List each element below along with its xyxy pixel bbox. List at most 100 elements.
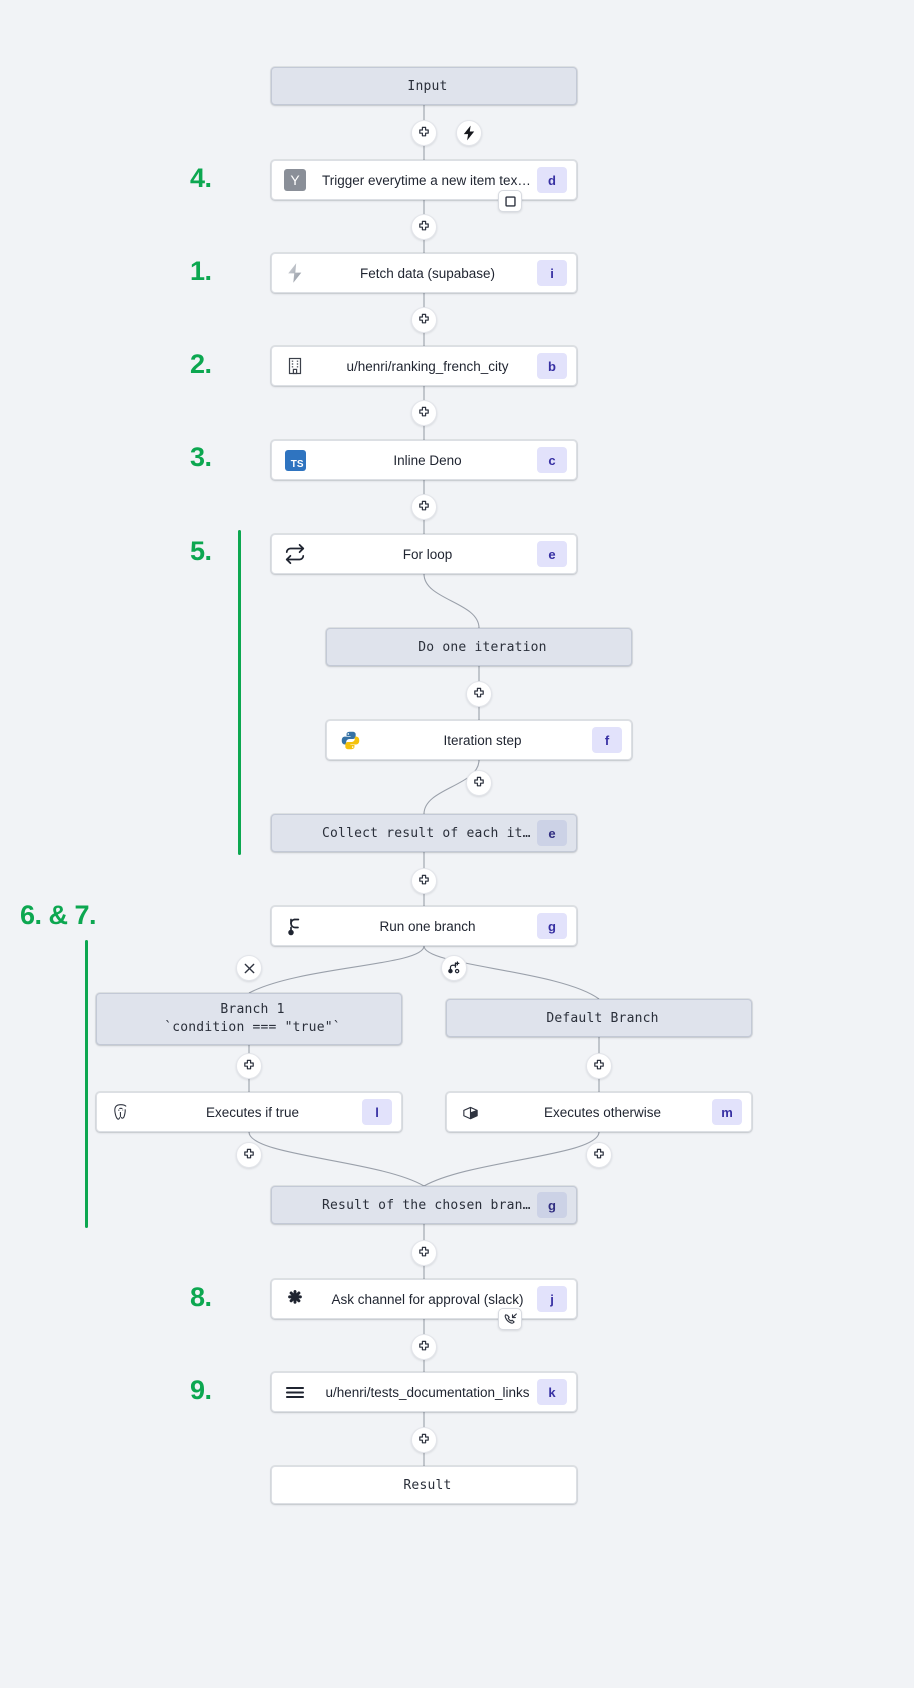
section-marker-bar xyxy=(238,530,241,855)
workflow-node-fetch-data[interactable]: Fetch data (supabase)i xyxy=(271,253,577,293)
node-icon-slot xyxy=(97,994,143,1044)
node-icon-slot xyxy=(447,1000,493,1036)
node-icon-slot xyxy=(272,1467,318,1503)
node-id-badge: g xyxy=(537,913,567,939)
workflow-node-do-one-iteration[interactable]: Do one iteration xyxy=(326,628,632,666)
node-id-badge: e xyxy=(537,820,567,846)
workflow-node-executes-otherwise[interactable]: Executes otherwise m xyxy=(446,1092,752,1132)
plus-icon xyxy=(472,687,486,701)
plus-icon xyxy=(417,1246,431,1260)
node-icon-slot xyxy=(272,347,318,385)
bolt-trigger[interactable] xyxy=(456,120,482,146)
node-icon-slot xyxy=(272,254,318,292)
plus-trigger-fetch[interactable] xyxy=(411,214,437,240)
typescript-icon: TS xyxy=(284,449,306,471)
node-label: u/henri/tests_documentation_links xyxy=(325,1384,530,1400)
workflow-node-input[interactable]: Input xyxy=(271,67,577,105)
node-id-badge: m xyxy=(712,1099,742,1125)
postgres-icon xyxy=(110,1102,131,1123)
workflow-node-branch-1[interactable]: Branch 1`condition === "true"` xyxy=(96,993,402,1045)
plus-ranking-deno[interactable] xyxy=(411,400,437,426)
docker-icon xyxy=(460,1102,481,1123)
add-branch[interactable] xyxy=(441,955,467,981)
plus-icon xyxy=(592,1059,606,1073)
workflow-node-ask-channel-approval[interactable]: Ask channel for approval (slack) j xyxy=(271,1279,577,1319)
node-icon-slot xyxy=(272,68,318,104)
node-label: Result xyxy=(403,1477,452,1493)
node-icon-slot xyxy=(327,721,373,759)
node-icon-slot xyxy=(272,1373,318,1411)
plus-default-exec[interactable] xyxy=(586,1053,612,1079)
node-label: Collect result of each iteration xyxy=(322,825,537,841)
loop-arrows-icon xyxy=(284,543,306,565)
plus-icon xyxy=(417,1340,431,1354)
node-label: u/henri/ranking_french_city xyxy=(346,358,509,374)
plus-icon xyxy=(417,220,431,234)
plus-icon xyxy=(417,126,431,140)
step-number-annotation: 5. xyxy=(190,536,212,566)
node-icon-slot xyxy=(447,1093,493,1131)
node-label: Executes if true xyxy=(205,1104,300,1120)
workflow-node-result[interactable]: Result xyxy=(271,1466,577,1504)
square-icon xyxy=(504,195,517,208)
node-id-badge: c xyxy=(537,447,567,473)
plus-fetch-ranking[interactable] xyxy=(411,307,437,333)
node-label-line-1: Branch 1 xyxy=(220,1002,285,1018)
plus-result-slack[interactable] xyxy=(411,1240,437,1266)
workflow-node-ranking-french-city[interactable]: u/henri/ranking_french_city b xyxy=(271,346,577,386)
slack-callback-badge[interactable] xyxy=(498,1308,522,1330)
plus-docs-result[interactable] xyxy=(411,1427,437,1453)
close-branch-1[interactable] xyxy=(236,955,262,981)
step-number-annotation: 2. xyxy=(190,349,212,379)
slack-gear-icon xyxy=(284,1288,306,1310)
step-number-annotation: 3. xyxy=(190,442,212,472)
plus-collect-branch[interactable] xyxy=(411,868,437,894)
plus-input-trigger[interactable] xyxy=(411,120,437,146)
plus-branch1-exec[interactable] xyxy=(236,1053,262,1079)
plus-icon xyxy=(417,313,431,327)
node-label: Executes otherwise xyxy=(543,1104,662,1120)
plus-iteration-bottom[interactable] xyxy=(466,770,492,796)
workflow-node-executes-if-true[interactable]: Executes if true l xyxy=(96,1092,402,1132)
supabase-bolt-icon xyxy=(283,261,307,285)
node-icon-slot: TS xyxy=(272,441,318,479)
node-id-badge: e xyxy=(537,541,567,567)
plus-icon xyxy=(417,500,431,514)
plus-exec-true-result[interactable] xyxy=(236,1142,262,1168)
node-icon-slot: Y xyxy=(272,161,318,199)
plus-icon xyxy=(242,1059,256,1073)
trigger-schedule-badge[interactable] xyxy=(498,190,522,212)
node-id-badge: b xyxy=(537,353,567,379)
menu-lines-icon xyxy=(284,1383,306,1401)
node-label: Input xyxy=(407,78,448,94)
workflow-node-collect-result[interactable]: Collect result of each iteratione xyxy=(271,814,577,852)
plus-exec-other-result[interactable] xyxy=(586,1142,612,1168)
building-icon xyxy=(285,356,305,376)
node-label: For loop xyxy=(402,546,453,562)
plus-deno-forloop[interactable] xyxy=(411,494,437,520)
step-number-annotation: 9. xyxy=(190,1375,212,1405)
node-icon-slot xyxy=(97,1093,143,1131)
node-id-badge: j xyxy=(537,1286,567,1312)
plus-icon xyxy=(592,1148,606,1162)
plus-iteration-top[interactable] xyxy=(466,681,492,707)
node-id-badge xyxy=(537,73,567,99)
workflow-node-default-branch[interactable]: Default Branch xyxy=(446,999,752,1037)
plus-slack-docs[interactable] xyxy=(411,1334,437,1360)
plus-icon xyxy=(472,776,486,790)
node-label: Ask channel for approval (slack) xyxy=(331,1291,524,1307)
yaml-y-icon: Y xyxy=(284,169,306,191)
branch-fork-icon xyxy=(285,916,305,937)
workflow-node-for-loop[interactable]: For loop e xyxy=(271,534,577,574)
node-id-badge: f xyxy=(592,727,622,753)
node-id-badge: l xyxy=(362,1099,392,1125)
plus-icon xyxy=(417,1433,431,1447)
node-label: Branch 1`condition === "true"` xyxy=(143,1001,362,1036)
